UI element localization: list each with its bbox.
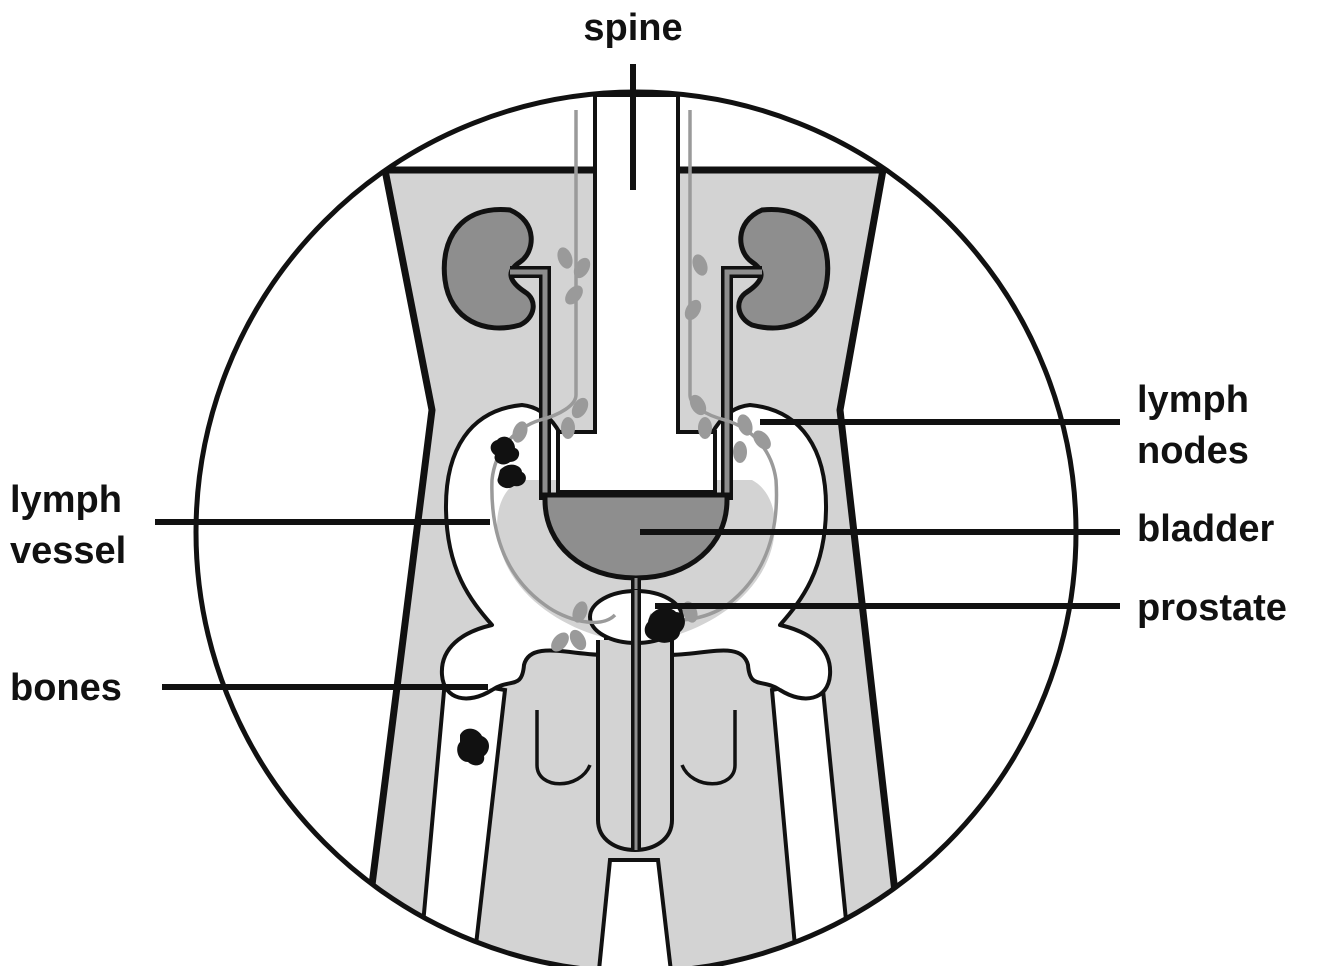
label-bones: bones — [10, 667, 122, 709]
label-spine: spine — [583, 7, 682, 49]
label-lymph-nodes-line1: lymph — [1137, 379, 1249, 421]
label-bladder: bladder — [1137, 508, 1274, 550]
lymph-node — [733, 441, 747, 463]
leg-gap — [598, 860, 672, 966]
label-lymph-vessel-line1: lymph — [10, 479, 122, 521]
lymph-node — [561, 417, 575, 439]
label-prostate: prostate — [1137, 587, 1287, 629]
label-lymph-nodes-line2: nodes — [1137, 430, 1249, 472]
label-lymph-vessel-line2: vessel — [10, 530, 126, 572]
lymph-node — [698, 417, 712, 439]
